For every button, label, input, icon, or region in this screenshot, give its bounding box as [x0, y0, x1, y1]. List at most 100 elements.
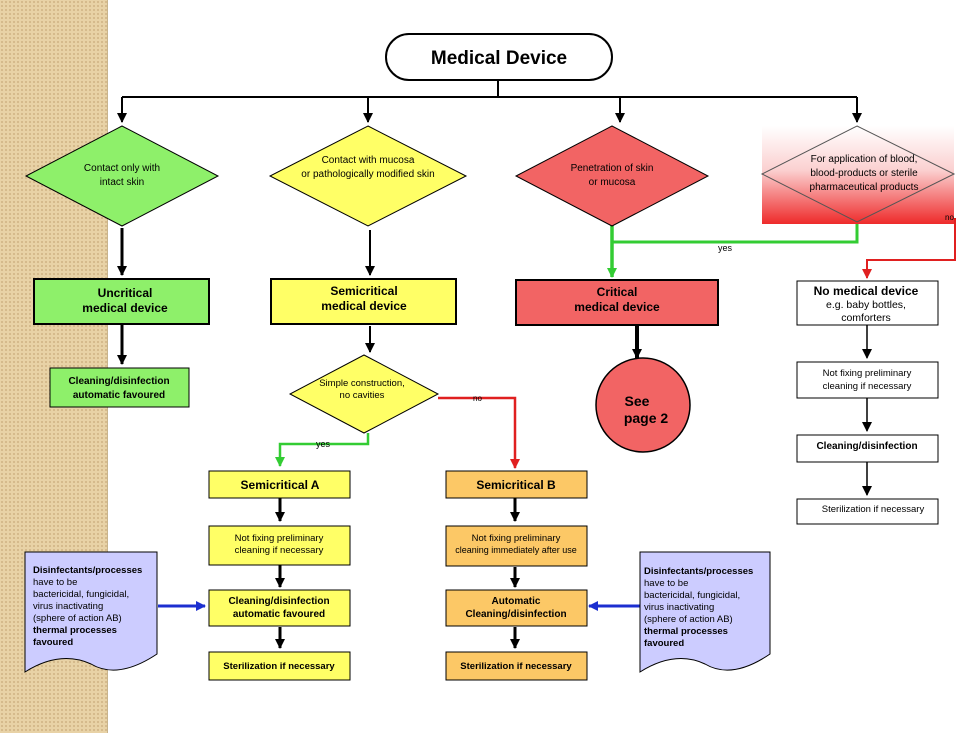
blood-condition-line3: pharmaceutical products: [810, 182, 919, 193]
nd-step2-line1: Cleaning/disinfection: [816, 441, 917, 452]
uncritical-line1: Uncritical: [98, 286, 153, 300]
no-device-line1: No medical device: [814, 284, 919, 298]
critical-box: [515, 279, 719, 326]
semi-b-step3-line1: Sterilization if necessary: [460, 661, 572, 672]
connectors: [117, 80, 956, 649]
left-note-line1: Disinfectants/processes: [33, 565, 142, 576]
intact-skin-branch: Contact only with intact skin Uncritical…: [24, 125, 220, 408]
mucosa-branch: Contact with mucosa or pathologically mo…: [208, 125, 588, 681]
intact-cleaning-line2: automatic favoured: [73, 390, 165, 401]
intact-cleaning-box: [49, 367, 190, 408]
nd-step3-box: [796, 498, 939, 525]
semi-a-step2-line2: automatic favoured: [233, 609, 325, 620]
semi-a-step3-line1: Sterilization if necessary: [223, 661, 335, 672]
semicritical-a-box: [208, 470, 351, 499]
title-text: Medical Device: [431, 48, 567, 69]
blood-branch: For application of blood, blood-products…: [718, 125, 956, 525]
blood-condition-line2: blood-products or sterile: [810, 168, 918, 179]
semi-a-step2-line1: Cleaning/disinfection: [228, 596, 329, 607]
blood-gradient-band: [762, 126, 954, 224]
left-note: Disinfectants/processes have to be bacte…: [24, 551, 158, 673]
construction-question-line2: no cavities: [340, 390, 385, 401]
left-note-line4: virus inactivating: [33, 601, 103, 612]
semicritical-a-title: Semicritical A: [241, 478, 320, 492]
see-line1: See: [625, 393, 650, 409]
arrow-no-blood-to-no-device: [862, 218, 956, 279]
left-note-line6: thermal processes: [33, 625, 117, 636]
penetration-branch: Penetration of skin or mucosa Critical m…: [514, 125, 719, 453]
left-note-line7: favoured: [33, 637, 73, 648]
arrow-no-to-semi-b: [438, 396, 520, 469]
nd-step1-box: [796, 361, 939, 399]
nd-step2-box: [796, 434, 939, 463]
right-note-line1: Disinfectants/processes: [644, 566, 753, 577]
no-device-line2: e.g. baby bottles,: [826, 299, 906, 311]
construction-no-label: no: [473, 394, 482, 403]
critical-line1: Critical: [597, 285, 638, 299]
right-note-line7: favoured: [644, 638, 684, 649]
nd-step1-line1: Not fixing preliminary: [823, 368, 912, 379]
semicritical-line1: Semicritical: [330, 284, 397, 298]
nd-step3-line1: Sterilization if necessary: [822, 504, 925, 515]
intact-skin-diamond: [24, 125, 220, 227]
left-note-line3: bactericidal, fungicidal,: [33, 589, 129, 600]
semicritical-b-box: [445, 470, 588, 499]
semi-b-step3-box: [445, 651, 588, 681]
intact-skin-condition-line1: Contact only with: [84, 163, 160, 174]
semicritical-b-title: Semicritical B: [476, 478, 556, 492]
title-node: Medical Device: [385, 33, 613, 81]
blood-no-label: no: [945, 213, 954, 222]
mucosa-condition-line1: Contact with mucosa: [322, 155, 415, 166]
right-note-shape: [639, 551, 771, 673]
right-note-line2: have to be: [644, 578, 688, 589]
penetration-condition-line1: Penetration of skin: [571, 163, 654, 174]
semi-a-step2-box: [208, 589, 351, 627]
semi-a-step1-box: [208, 525, 351, 566]
right-note: Disinfectants/processes have to be bacte…: [639, 551, 771, 673]
see-page-2-circle: [595, 357, 691, 453]
right-note-line5: (sphere of action AB): [644, 614, 733, 625]
semi-b-step1-box: [445, 525, 588, 567]
right-note-line3: bactericidal, fungicidal,: [644, 590, 740, 601]
construction-question-line1: Simple construction,: [319, 378, 405, 389]
left-note-line2: have to be: [33, 577, 77, 588]
semi-a-step1-line1: Not fixing preliminary: [235, 533, 324, 544]
blood-condition-line1: For application of blood,: [811, 154, 918, 165]
see-line2: page 2: [624, 410, 669, 426]
semi-b-step2-line1: Automatic: [492, 596, 541, 607]
right-note-line6: thermal processes: [644, 626, 728, 637]
title-terminal: [385, 33, 613, 81]
blood-diamond: [760, 125, 956, 223]
arrow-yes-to-semi-a: [275, 433, 370, 467]
construction-diamond: [288, 354, 440, 434]
left-note-shape: [24, 551, 158, 673]
decorative-side-stripe: [0, 0, 108, 733]
semi-b-step2-line2: Cleaning/disinfection: [465, 609, 566, 620]
mucosa-condition-line2: or pathologically modified skin: [301, 169, 434, 180]
semi-a-step1-line2: cleaning if necessary: [235, 545, 324, 556]
semi-b-step2-box: [445, 589, 588, 627]
semi-b-step1-line1: Not fixing preliminary: [472, 533, 561, 544]
penetration-condition-line2: or mucosa: [589, 177, 636, 188]
critical-line2: medical device: [574, 300, 660, 314]
semi-b-step1-line2: cleaning immediately after use: [455, 545, 577, 555]
arrow-yes-blood-to-critical: [612, 222, 859, 244]
right-note-line4: virus inactivating: [644, 602, 714, 613]
construction-yes-label: yes: [316, 439, 331, 449]
intact-skin-condition-line2: intact skin: [100, 177, 144, 188]
blood-yes-label: yes: [718, 243, 733, 253]
left-note-line5: (sphere of action AB): [33, 613, 122, 624]
no-device-box: [796, 280, 939, 326]
uncritical-box: [33, 278, 210, 325]
side-stripe-edge: [107, 0, 108, 733]
intact-cleaning-line1: Cleaning/disinfection: [68, 376, 169, 387]
penetration-diamond: [514, 125, 710, 227]
uncritical-line2: medical device: [82, 301, 168, 315]
mucosa-diamond: [268, 125, 468, 227]
nd-step1-line2: cleaning if necessary: [823, 381, 912, 392]
semicritical-line2: medical device: [321, 299, 407, 313]
no-device-line3: comforters: [841, 312, 891, 324]
semi-a-step3-box: [208, 651, 351, 681]
semicritical-box: [270, 278, 457, 325]
